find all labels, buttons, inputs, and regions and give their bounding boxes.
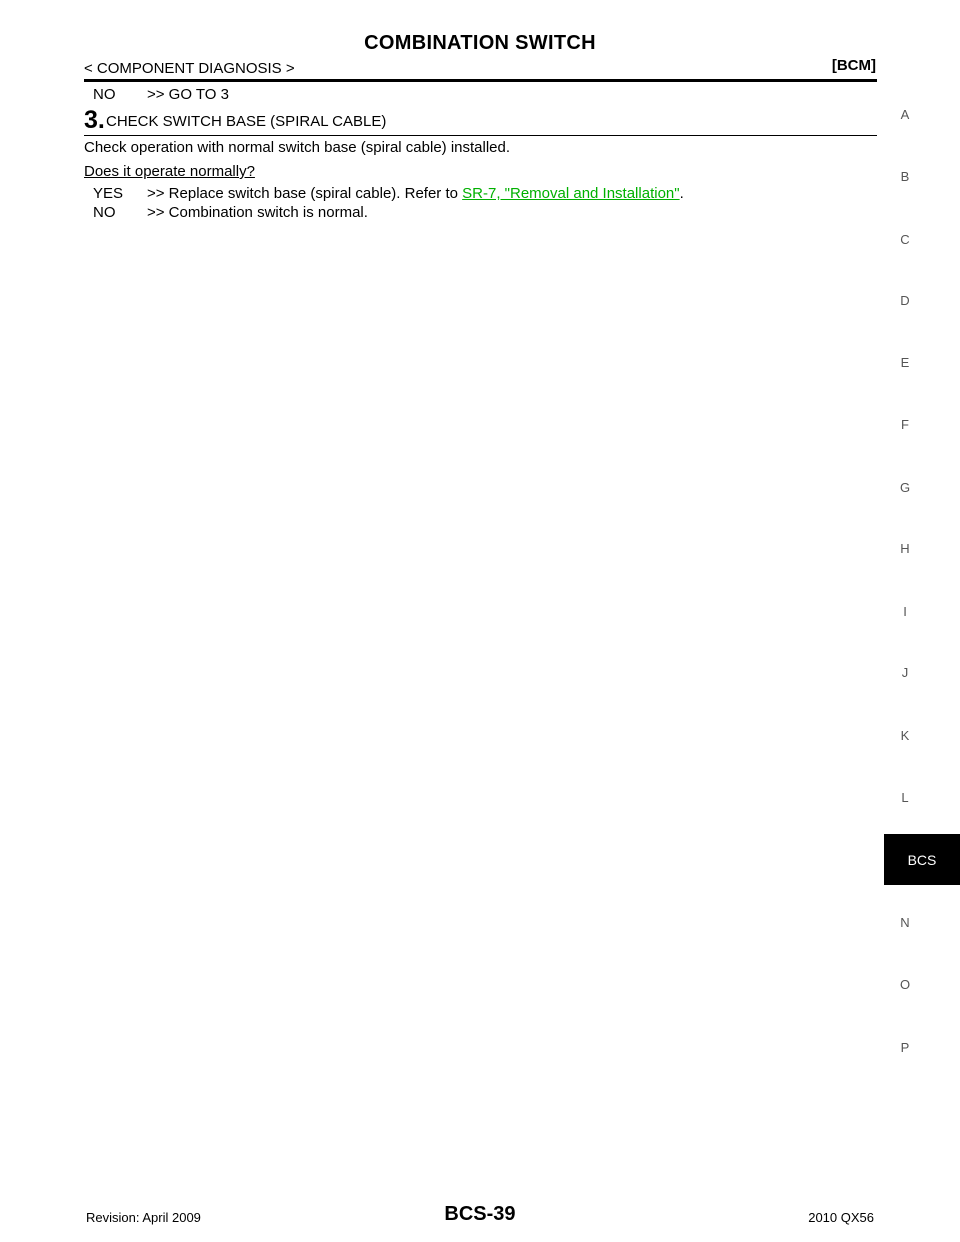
section-label: < COMPONENT DIAGNOSIS >	[84, 60, 295, 77]
yes-action: >> Replace switch base (spiral cable). R…	[147, 185, 684, 202]
yes-action-suffix: .	[679, 185, 684, 202]
footer-revision: Revision: April 2009	[86, 1210, 201, 1225]
yes-action-text: >> Replace switch base (spiral cable). R…	[147, 185, 463, 202]
index-letter-i[interactable]: I	[903, 604, 907, 619]
prev-no-key: NO	[93, 86, 116, 103]
no-key: NO	[93, 204, 116, 221]
removal-installation-link[interactable]: SR-7, "Removal and Installation"	[462, 185, 680, 202]
index-tab-bcs-active[interactable]: BCS	[884, 834, 960, 885]
index-letter-k[interactable]: K	[900, 728, 910, 743]
index-letter-o[interactable]: O	[899, 977, 911, 992]
step-title: CHECK SWITCH BASE (SPIRAL CABLE)	[106, 113, 387, 130]
module-label: [BCM]	[831, 57, 876, 74]
step-instruction: Check operation with normal switch base …	[84, 139, 511, 156]
index-letter-c[interactable]: C	[900, 232, 910, 247]
index-letter-l[interactable]: L	[901, 790, 909, 805]
index-letter-j[interactable]: J	[901, 665, 909, 680]
index-letter-d[interactable]: D	[900, 293, 910, 308]
index-letter-n[interactable]: N	[900, 915, 910, 930]
index-letter-b[interactable]: B	[900, 169, 910, 184]
index-letter-e[interactable]: E	[900, 355, 910, 370]
step-divider	[84, 135, 877, 136]
footer-page-number: BCS-39	[444, 1203, 516, 1225]
index-letter-a[interactable]: A	[900, 107, 910, 122]
index-letter-h[interactable]: H	[900, 541, 910, 556]
prev-no-action: >> GO TO 3	[147, 86, 229, 103]
footer-model: 2010 QX56	[808, 1210, 874, 1225]
index-letter-p[interactable]: P	[900, 1040, 910, 1055]
yes-key: YES	[93, 185, 124, 202]
step-number: 3.	[84, 106, 105, 134]
step-question: Does it operate normally?	[84, 163, 255, 180]
header-divider	[84, 79, 877, 82]
no-action: >> Combination switch is normal.	[147, 204, 368, 221]
index-letter-f[interactable]: F	[901, 417, 909, 432]
index-letter-g[interactable]: G	[899, 480, 911, 495]
page-title: COMBINATION SWITCH	[364, 32, 596, 54]
